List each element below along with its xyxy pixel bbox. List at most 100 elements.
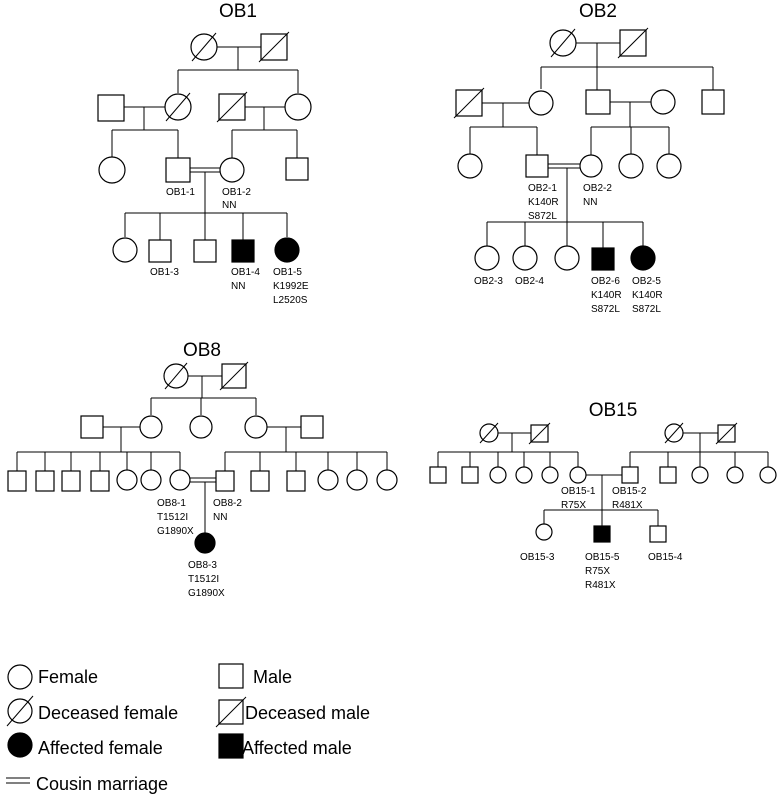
male-symbol bbox=[649, 525, 667, 543]
deceased-slash bbox=[164, 362, 188, 390]
genotype: R481X bbox=[585, 580, 616, 591]
legend-cousin-marriage-label: Cousin marriage bbox=[36, 774, 168, 794]
pedigree-title: OB15 bbox=[589, 400, 638, 421]
male-symbol bbox=[285, 157, 309, 181]
deceased-slash bbox=[216, 91, 248, 123]
affected-female-symbol bbox=[630, 245, 656, 271]
male-symbol bbox=[218, 663, 244, 689]
female-symbol bbox=[98, 156, 126, 184]
individual-id: OB2-4 bbox=[515, 276, 544, 287]
deceased-slash bbox=[191, 32, 217, 62]
female-symbol bbox=[112, 237, 138, 263]
genotype: K140R bbox=[528, 197, 559, 208]
male-symbol bbox=[7, 470, 27, 492]
genotype: S872L bbox=[591, 304, 620, 315]
individual-id: OB15-3 bbox=[520, 552, 555, 563]
male-symbol bbox=[659, 466, 677, 484]
deceased-slash bbox=[219, 361, 249, 391]
female-symbol bbox=[284, 93, 312, 121]
male-symbol bbox=[250, 470, 270, 492]
male-symbol bbox=[90, 470, 110, 492]
female-symbol bbox=[457, 153, 483, 179]
female-symbol bbox=[656, 153, 682, 179]
female-symbol bbox=[579, 154, 603, 178]
female-symbol bbox=[7, 664, 33, 690]
male-symbol bbox=[429, 466, 447, 484]
female-symbol bbox=[219, 157, 245, 183]
deceased-slash bbox=[215, 696, 247, 728]
legend-affected-female-label: Affected female bbox=[38, 738, 163, 758]
genotype: S872L bbox=[632, 304, 661, 315]
female-symbol bbox=[189, 415, 213, 439]
female-symbol bbox=[515, 466, 533, 484]
deceased-slash bbox=[664, 422, 684, 444]
deceased-slash bbox=[715, 422, 738, 445]
legend-deceased-female-label: Deceased female bbox=[38, 703, 178, 723]
female-symbol bbox=[244, 415, 268, 439]
pedigree-ob8: OB8 bbox=[7, 340, 398, 599]
genotype: NN bbox=[583, 197, 597, 208]
legend-affected-male-label: Affected male bbox=[242, 738, 352, 758]
legend-male-label: Male bbox=[253, 667, 292, 687]
legend-deceased-male-label: Deceased male bbox=[245, 703, 370, 723]
female-symbol bbox=[376, 469, 398, 491]
deceased-slash bbox=[258, 31, 290, 63]
affected-female-symbol bbox=[194, 532, 216, 554]
female-symbol bbox=[489, 466, 507, 484]
genotype: T1512I bbox=[157, 512, 188, 523]
legend: Female Male Deceased female Deceased mal… bbox=[6, 663, 370, 794]
genotype: NN bbox=[213, 512, 227, 523]
female-symbol bbox=[346, 469, 368, 491]
affected-male-symbol bbox=[231, 239, 255, 263]
individual-id: OB2-1 bbox=[528, 183, 557, 194]
male-symbol bbox=[80, 415, 104, 439]
genotype: NN bbox=[231, 281, 245, 292]
individual-id: OB15-2 bbox=[612, 486, 647, 497]
pedigree-ob2: OB2 OB2-1 bbox=[453, 1, 725, 315]
male-symbol bbox=[300, 415, 324, 439]
pedigree-title: OB1 bbox=[219, 1, 257, 22]
deceased-slash bbox=[617, 27, 649, 59]
male-symbol bbox=[193, 239, 217, 263]
individual-id: OB8-1 bbox=[157, 498, 186, 509]
female-symbol bbox=[618, 153, 644, 179]
male-symbol bbox=[621, 466, 639, 484]
affected-male-symbol bbox=[218, 733, 244, 759]
genotype: K1992E bbox=[273, 281, 309, 292]
genotype: R481X bbox=[612, 500, 643, 511]
genotype: G1890X bbox=[188, 588, 225, 599]
female-symbol bbox=[759, 466, 777, 484]
deceased-slash bbox=[165, 92, 191, 122]
affected-female-symbol bbox=[274, 237, 300, 263]
genotype: L2520S bbox=[273, 295, 308, 306]
legend-female-label: Female bbox=[38, 667, 98, 687]
female-symbol bbox=[169, 469, 191, 491]
male-symbol bbox=[165, 157, 191, 183]
male-symbol bbox=[286, 470, 306, 492]
female-symbol bbox=[317, 469, 339, 491]
female-symbol bbox=[116, 469, 138, 491]
pedigree-ob15: OB15 bbox=[429, 400, 777, 591]
individual-id: OB1-1 bbox=[166, 187, 195, 198]
individual-id: OB15-1 bbox=[561, 486, 596, 497]
deceased-slash bbox=[528, 422, 551, 445]
female-symbol bbox=[512, 245, 538, 271]
male-symbol bbox=[35, 470, 55, 492]
deceased-slash bbox=[550, 28, 576, 58]
genotype: R75X bbox=[585, 566, 610, 577]
deceased-slash bbox=[6, 695, 34, 727]
individual-id: OB1-2 bbox=[222, 187, 251, 198]
individual-id: OB15-4 bbox=[648, 552, 683, 563]
female-symbol bbox=[726, 466, 744, 484]
male-symbol bbox=[61, 470, 81, 492]
genotype: T1512I bbox=[188, 574, 219, 585]
female-symbol bbox=[528, 90, 554, 116]
individual-id: OB1-4 bbox=[231, 267, 260, 278]
affected-male-symbol bbox=[593, 525, 611, 543]
male-symbol bbox=[97, 94, 125, 122]
female-symbol bbox=[541, 466, 559, 484]
individual-id: OB15-5 bbox=[585, 552, 620, 563]
male-symbol bbox=[461, 466, 479, 484]
